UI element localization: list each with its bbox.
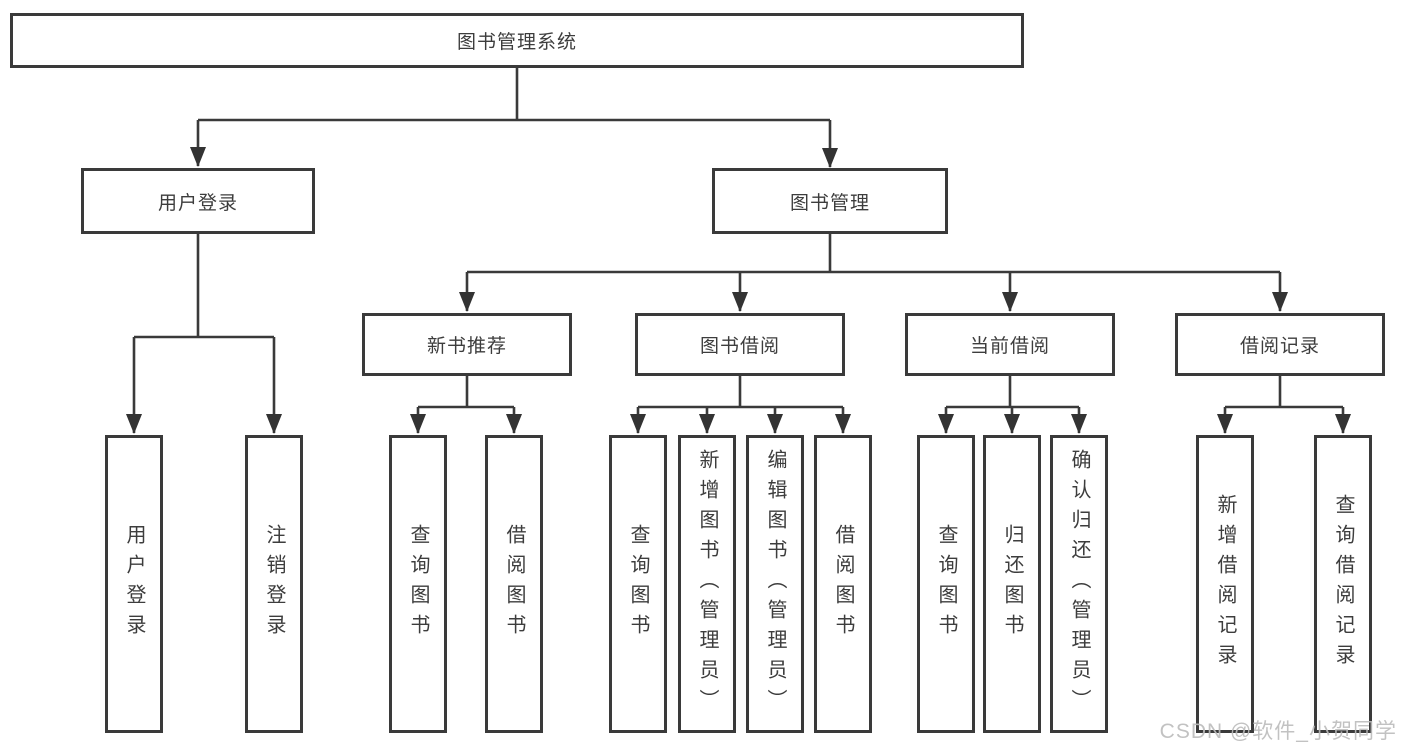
leaf-query-books-borrow: 查询图书 xyxy=(609,435,667,733)
node-label: 用户登录 xyxy=(157,192,238,214)
leaf-borrow-books-recommend: 借阅图书 xyxy=(485,435,543,733)
node-user-login: 用户登录 xyxy=(81,168,315,234)
node-borrowing-records: 借阅记录 xyxy=(1175,313,1385,376)
leaf-label: 借阅图书 xyxy=(503,524,525,644)
leaf-label: 确认归还（管理员） xyxy=(1068,449,1090,719)
leaf-logout: 注销登录 xyxy=(245,435,303,733)
leaf-query-books-recommend: 查询图书 xyxy=(389,435,447,733)
leaf-label: 查询借阅记录 xyxy=(1332,494,1354,674)
leaf-label: 借阅图书 xyxy=(832,524,854,644)
node-label: 当前借阅 xyxy=(969,336,1050,357)
leaf-label: 归还图书 xyxy=(1001,524,1023,644)
csdn-watermark: CSDN @软件_小贺同学 xyxy=(1159,720,1397,743)
node-current-borrowing: 当前借阅 xyxy=(905,313,1115,376)
leaf-user-login: 用户登录 xyxy=(105,435,163,733)
leaf-confirm-return-admin: 确认归还（管理员） xyxy=(1050,435,1108,733)
leaf-return-books: 归还图书 xyxy=(983,435,1041,733)
leaf-label: 查询图书 xyxy=(935,524,957,644)
node-book-management: 图书管理 xyxy=(712,168,948,234)
leaf-label: 编辑图书（管理员） xyxy=(764,449,786,719)
leaf-add-borrow-record: 新增借阅记录 xyxy=(1196,435,1254,733)
node-label: 图书管理 xyxy=(789,192,870,214)
node-book-borrowing: 图书借阅 xyxy=(635,313,845,376)
node-label: 图书借阅 xyxy=(699,336,780,357)
leaf-edit-book-admin: 编辑图书（管理员） xyxy=(746,435,804,733)
leaf-label: 查询图书 xyxy=(627,524,649,644)
leaf-label: 新增图书（管理员） xyxy=(696,449,718,719)
leaf-add-book-admin: 新增图书（管理员） xyxy=(678,435,736,733)
node-new-book-recommendation: 新书推荐 xyxy=(362,313,572,376)
leaf-label: 用户登录 xyxy=(123,524,145,644)
leaf-borrow-books: 借阅图书 xyxy=(814,435,872,733)
leaf-query-books-current: 查询图书 xyxy=(917,435,975,733)
node-label: 新书推荐 xyxy=(426,336,507,357)
leaf-label: 注销登录 xyxy=(263,524,285,644)
node-library-management-system: 图书管理系统 xyxy=(10,13,1024,68)
node-label: 借阅记录 xyxy=(1239,336,1320,357)
leaf-label: 新增借阅记录 xyxy=(1214,494,1236,674)
leaf-query-borrow-record: 查询借阅记录 xyxy=(1314,435,1372,733)
node-label: 图书管理系统 xyxy=(456,32,577,53)
leaf-label: 查询图书 xyxy=(407,524,429,644)
